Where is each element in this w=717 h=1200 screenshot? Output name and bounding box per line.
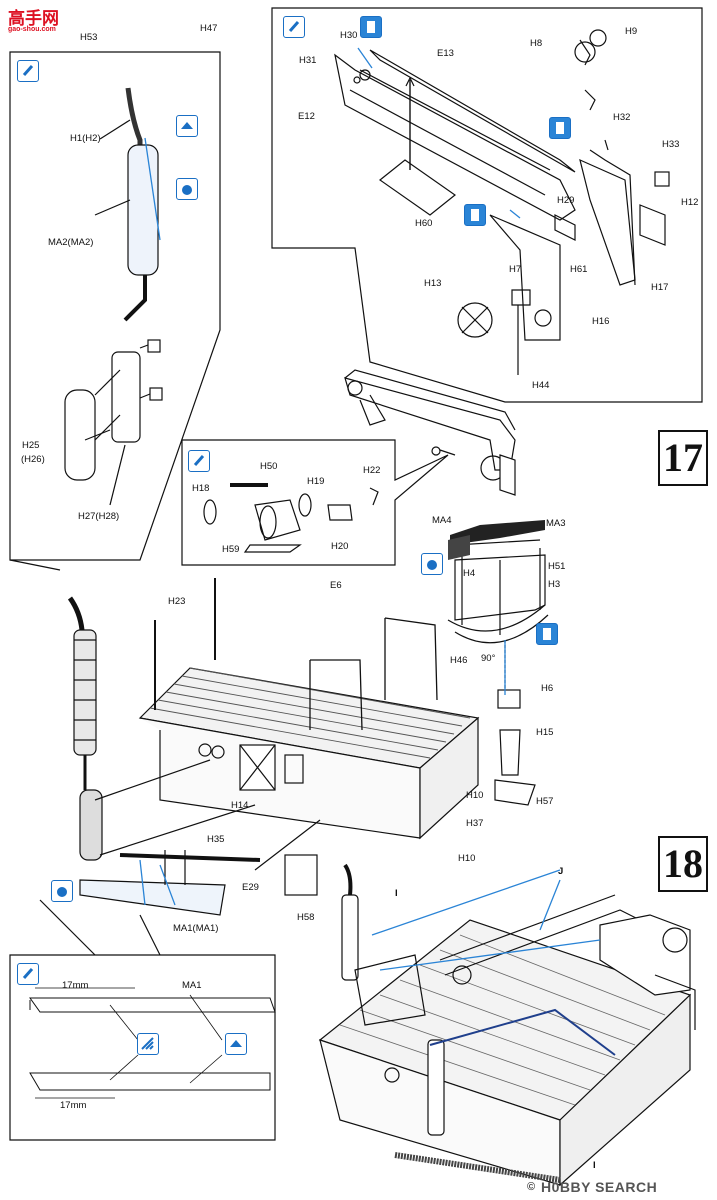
label-H29: H29 xyxy=(557,195,575,206)
step-number-18: 18 xyxy=(658,836,708,892)
label-MA2: MA2(MA2) xyxy=(48,237,94,248)
label-MA4: MA4 xyxy=(432,515,452,526)
label-H33: H33 xyxy=(662,139,680,150)
watermark-copyright: © xyxy=(527,1181,536,1193)
label-H53: H53 xyxy=(80,32,98,43)
label-E6: E6 xyxy=(330,580,342,591)
label-H32: H32 xyxy=(613,112,631,123)
decal-icon xyxy=(421,553,443,575)
label-H27H28: H27(H28) xyxy=(78,511,120,522)
repeat-icon xyxy=(137,1033,159,1055)
label-H7: H7 xyxy=(509,264,522,275)
label-H44: H44 xyxy=(532,380,550,391)
decal-icon xyxy=(51,880,73,902)
label-H47: H47 xyxy=(200,23,218,34)
watermark-url: gao-shou.com xyxy=(8,26,56,33)
label-I-top: I xyxy=(395,888,398,899)
label-H61: H61 xyxy=(570,264,588,275)
label-H58: H58 xyxy=(297,912,315,923)
label-H20: H20 xyxy=(331,541,349,552)
label-J: J xyxy=(558,866,564,877)
label-H8: H8 xyxy=(530,38,543,49)
decal-inset-frame xyxy=(9,954,276,1141)
flip-icon xyxy=(225,1033,247,1055)
label-H35: H35 xyxy=(207,834,225,845)
label-E29: E29 xyxy=(242,882,259,893)
flip-icon xyxy=(176,115,198,137)
watermark-logo: 高手网 xyxy=(8,9,59,28)
paint-icon xyxy=(283,16,305,38)
label-H50: H50 xyxy=(260,461,278,472)
cement-icon xyxy=(549,117,571,139)
label-MA3: MA3 xyxy=(546,518,566,529)
label-H17: H17 xyxy=(651,282,669,293)
label-H18: H18 xyxy=(192,483,210,494)
winch-inset-frame xyxy=(181,439,449,566)
decal-icon xyxy=(176,178,198,200)
label-H59: H59 xyxy=(222,544,240,555)
watermark-brand: H0BBY SEARCH xyxy=(541,1179,658,1195)
cement-icon xyxy=(536,623,558,645)
label-I-bottom: I xyxy=(593,1160,596,1171)
label-H60: H60 xyxy=(415,218,433,229)
label-H10-lower: H10 xyxy=(458,853,476,864)
label-H15: H15 xyxy=(536,727,554,738)
label-MA1MA1: MA1(MA1) xyxy=(173,923,219,934)
label-H13: H13 xyxy=(424,278,442,289)
label-17mm-top: 17mm xyxy=(62,980,89,991)
label-H4: H4 xyxy=(463,568,476,579)
label-H19: H19 xyxy=(307,476,325,487)
label-H46: H46 xyxy=(450,655,468,666)
exhaust-inset-frame xyxy=(9,51,221,561)
label-17mm-bottom: 17mm xyxy=(60,1100,87,1111)
cement-icon xyxy=(464,204,486,226)
arm-inset-frame xyxy=(271,7,703,403)
label-H37: H37 xyxy=(466,818,484,829)
paint-icon xyxy=(17,963,39,985)
label-H1H2: H1(H2) xyxy=(70,133,101,144)
label-E12: E12 xyxy=(298,111,315,122)
label-H9: H9 xyxy=(625,26,638,37)
label-H26: (H26) xyxy=(21,454,45,465)
label-H12: H12 xyxy=(681,197,699,208)
label-H31: H31 xyxy=(299,55,317,66)
label-H23: H23 xyxy=(168,596,186,607)
label-H16: H16 xyxy=(592,316,610,327)
paint-icon xyxy=(188,450,210,472)
label-H51: H51 xyxy=(548,561,566,572)
label-H30: H30 xyxy=(340,30,358,41)
label-H25: H25 xyxy=(22,440,40,451)
label-H3: H3 xyxy=(548,579,561,590)
decal-line-I-top xyxy=(371,869,561,936)
cement-icon xyxy=(360,16,382,38)
label-H10-upper: H10 xyxy=(466,790,484,801)
label-H6: H6 xyxy=(541,683,554,694)
paint-icon xyxy=(17,60,39,82)
label-H57: H57 xyxy=(536,796,554,807)
label-E13: E13 xyxy=(437,48,454,59)
label-90deg: 90° xyxy=(481,653,496,664)
step-number-17: 17 xyxy=(658,430,708,486)
label-MA1: MA1 xyxy=(182,980,202,991)
label-H14: H14 xyxy=(231,800,249,811)
label-H22: H22 xyxy=(363,465,381,476)
